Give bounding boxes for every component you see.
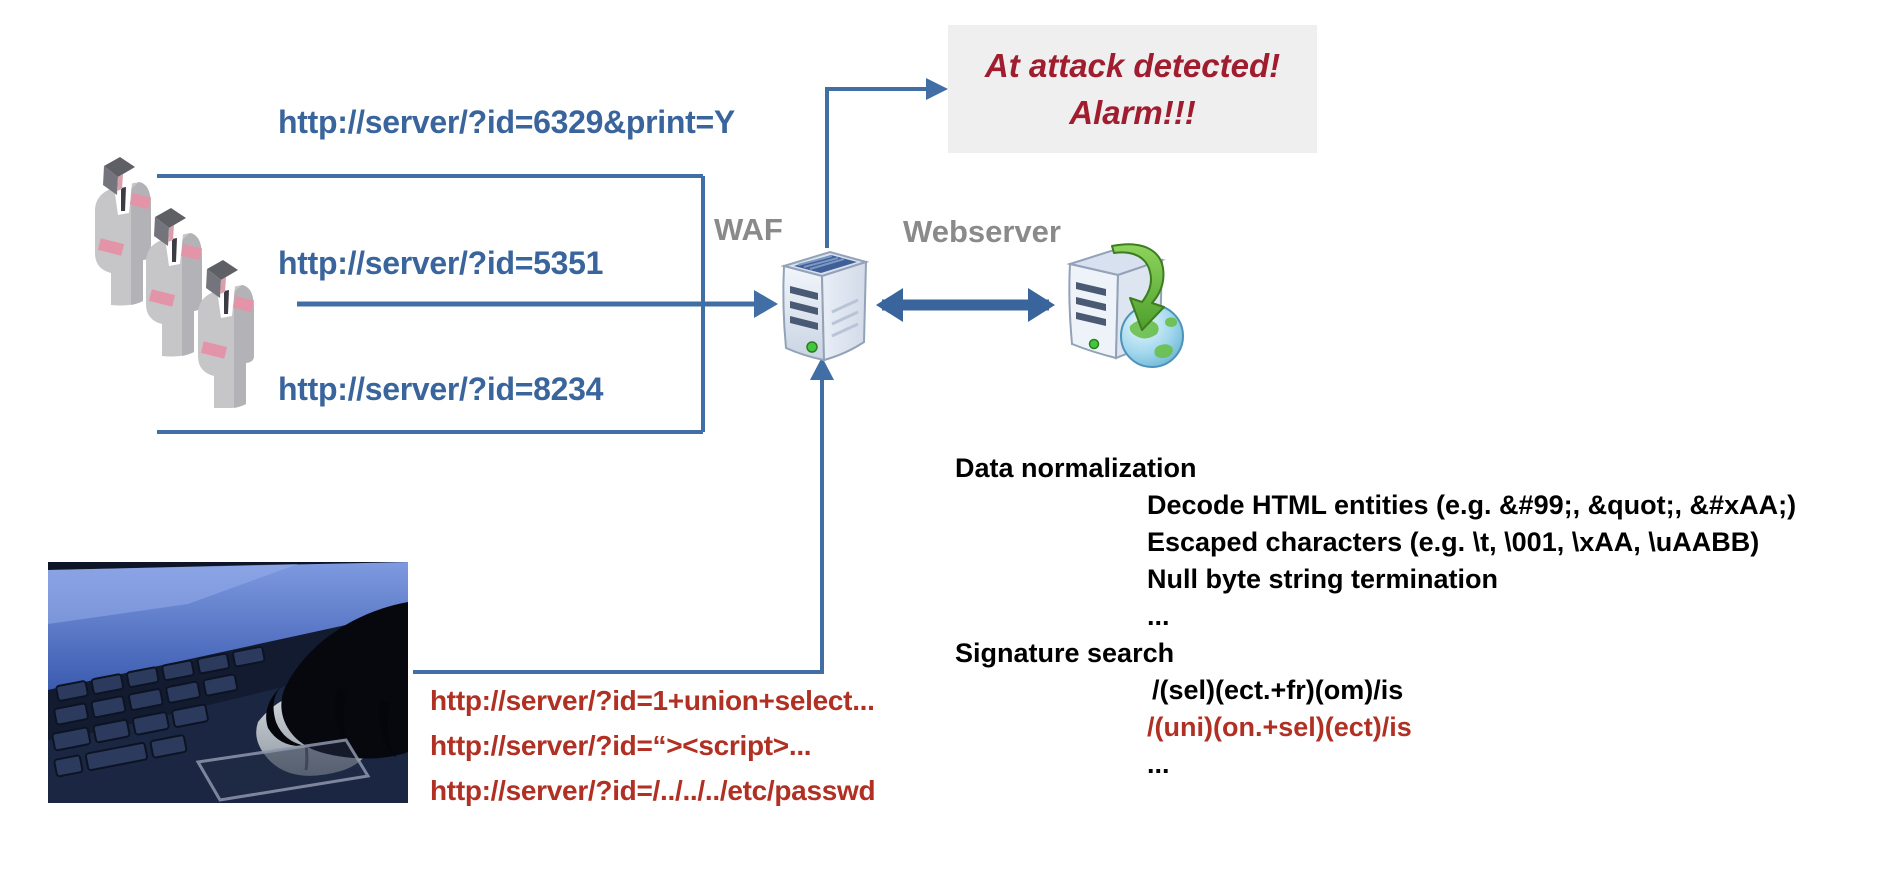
- hacker-hand-on-mouse-photo: [48, 562, 408, 803]
- waf-server-icon: [780, 250, 870, 362]
- alarm-text-line1: At attack detected!: [984, 46, 1281, 84]
- attack-url-1: http://server/?id=1+union+select...: [430, 685, 875, 716]
- arrowhead-to-alarm: [926, 78, 948, 100]
- arrowhead-attack-up: [810, 357, 834, 380]
- arrowhead-to-waf: [754, 290, 778, 318]
- request-url-2: http://server/?id=5351: [278, 245, 604, 281]
- attack-url-3: http://server/?id=/../../../etc/passwd: [430, 775, 876, 806]
- waf-webserver-double-arrow: [876, 288, 1055, 322]
- webserver-label: Webserver: [903, 214, 1061, 249]
- analysis-item-escaped-chars: Escaped characters (e.g. \t, \001, \xAA,…: [1147, 527, 1760, 557]
- waf-analysis-block: Data normalization Decode HTML entities …: [955, 450, 1855, 783]
- waf-label: WAF: [714, 212, 783, 247]
- analysis-item-null-byte: Null byte string termination: [1147, 564, 1499, 594]
- request-url-3: http://server/?id=8234: [278, 371, 604, 407]
- request-url-1: http://server/?id=6329&print=Y: [278, 104, 735, 140]
- webserver-globe-icon: [1066, 243, 1184, 368]
- analysis-item-ellipsis-1: ...: [1147, 601, 1170, 631]
- analysis-heading-normalization: Data normalization: [955, 453, 1197, 483]
- alarm-box: At attack detected! Alarm!!!: [948, 25, 1317, 153]
- alarm-text-line2: Alarm!!!: [1069, 93, 1196, 131]
- analysis-regex-select: /(sel)(ect.+fr)(om)/is: [1152, 675, 1404, 705]
- analysis-item-decode-entities: Decode HTML entities (e.g. &#99;, &quot;…: [1147, 490, 1797, 520]
- analysis-heading-signature: Signature search: [955, 638, 1175, 668]
- analysis-regex-union: /(uni)(on.+sel)(ect)/is: [1147, 712, 1412, 742]
- attack-url-2: http://server/?id=“><script>...: [430, 730, 812, 761]
- analysis-item-ellipsis-2: ...: [1147, 749, 1170, 779]
- users-group-icon: [95, 157, 255, 408]
